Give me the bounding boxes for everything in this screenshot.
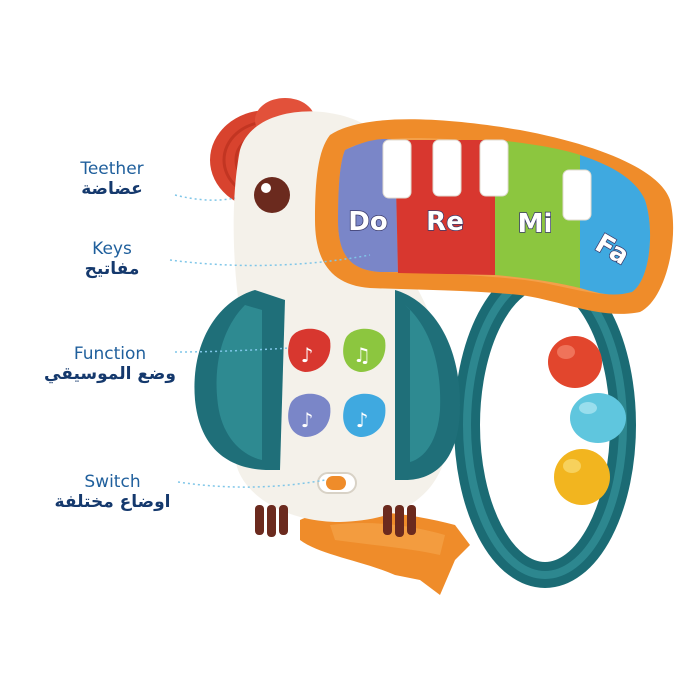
function-buttons: ♪ ♫ ♪ ♪ (288, 328, 386, 437)
label-teether-ar: عضاضة (81, 178, 143, 199)
label-keys-ar: مفاتيح (84, 258, 140, 279)
label-switch-ar: اوضاع مختلفة (54, 491, 171, 512)
function-button-blue[interactable] (343, 393, 386, 437)
top-key (562, 169, 592, 221)
label-teether: Teether عضاضة (52, 159, 172, 199)
key-label-do: Do (348, 207, 387, 237)
key-label-mi: Mi (518, 209, 553, 239)
function-button-green[interactable] (343, 328, 386, 372)
bead-red (548, 336, 602, 388)
label-keys: Keys مفاتيح (52, 239, 172, 279)
music-note-icon: ♪ (356, 408, 369, 432)
beads (548, 336, 626, 505)
function-button-purple[interactable] (288, 393, 331, 437)
bead-blue (570, 393, 626, 443)
music-note-icon: ♪ (301, 343, 314, 367)
music-note-icon: ♪ (301, 408, 314, 432)
connector-lines (169, 194, 371, 488)
label-function-ar: وضع الموسيقي (44, 363, 176, 384)
mode-switch[interactable] (317, 472, 357, 494)
label-keys-en: Keys (92, 239, 132, 259)
label-teether-en: Teether (80, 159, 144, 179)
connector-keys (169, 254, 371, 267)
top-key (479, 139, 509, 197)
key-fa[interactable] (580, 155, 651, 295)
key-mi[interactable] (495, 140, 580, 288)
connector-teether (174, 194, 236, 201)
label-function-en: Function (73, 344, 147, 364)
feet (255, 505, 416, 537)
bead-yellow (554, 449, 610, 505)
connector-switch (177, 479, 326, 488)
piano-keys: Do Re Mi Fa (338, 139, 651, 295)
top-key (432, 139, 462, 197)
double-note-icon: ♫ (353, 343, 371, 367)
label-function: Function وضع الموسيقي (40, 344, 180, 384)
key-label-re: Re (426, 207, 464, 237)
label-switch-en: Switch (84, 472, 141, 492)
label-switch: Switch اوضاع مختلفة (40, 472, 185, 512)
key-re[interactable] (395, 140, 495, 275)
eye (254, 177, 290, 213)
top-key (382, 139, 412, 199)
function-button-red[interactable] (288, 328, 331, 372)
